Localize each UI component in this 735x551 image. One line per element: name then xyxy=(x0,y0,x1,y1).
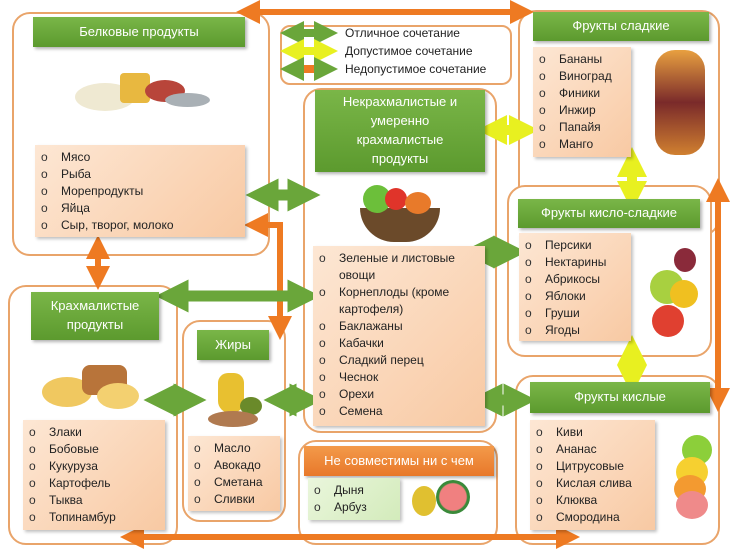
sour-sweet-title: Фрукты кисло-сладкие xyxy=(518,199,700,228)
list-item: Ягоды xyxy=(525,322,625,339)
list-item: Яйца xyxy=(41,200,239,217)
list-item: Кабачки xyxy=(319,335,479,352)
incompatible-list: Дыня Арбуз xyxy=(308,478,400,520)
list-item: Орехи xyxy=(319,386,479,403)
list-item: Персики xyxy=(525,237,625,254)
citrus-image xyxy=(672,435,714,520)
list-item: Бобовые xyxy=(29,441,159,458)
list-item: Зеленые и листовые овощи xyxy=(319,250,479,284)
melon-image xyxy=(412,478,472,518)
center-list: Зеленые и листовые овощи Корнеплоды (кро… xyxy=(313,246,485,426)
list-item: Морепродукты xyxy=(41,183,239,200)
list-item: Тыква xyxy=(29,492,159,509)
list-item: Сыр, творог, молоко xyxy=(41,217,239,234)
list-item: Злаки xyxy=(29,424,159,441)
list-item: Смородина xyxy=(536,509,649,526)
sour-sweet-list: Персики Нектарины Абрикосы Яблоки Груши … xyxy=(519,233,631,341)
sweet-list: Бананы Виноград Финики Инжир Папайя Манг… xyxy=(533,47,631,157)
list-item: Абрикосы xyxy=(525,271,625,288)
fats-list: Масло Авокадо Сметана Сливки xyxy=(188,436,280,511)
list-item: Финики xyxy=(539,85,625,102)
dried-fruits-image xyxy=(655,50,705,155)
list-item: Нектарины xyxy=(525,254,625,271)
list-item: Ананас xyxy=(536,441,649,458)
list-item: Манго xyxy=(539,136,625,153)
list-item: Кукуруза xyxy=(29,458,159,475)
list-item: Авокадо xyxy=(194,457,274,474)
protein-title: Белковые продукты xyxy=(33,17,245,47)
list-item: Груши xyxy=(525,305,625,322)
list-item: Картофель xyxy=(29,475,159,492)
list-item: Арбуз xyxy=(314,499,394,516)
sour-title: Фрукты кислые xyxy=(530,382,710,413)
list-item: Масло xyxy=(194,440,274,457)
list-item: Чеснок xyxy=(319,369,479,386)
list-item: Топинамбур xyxy=(29,509,159,526)
list-item: Бананы xyxy=(539,51,625,68)
center-title: Некрахмалистые и умеренно крахмалистые п… xyxy=(315,90,485,172)
legend-excellent: Отличное сочетание xyxy=(345,26,460,40)
starch-list: Злаки Бобовые Кукуруза Картофель Тыква Т… xyxy=(23,420,165,530)
fats-image xyxy=(200,365,265,430)
list-item: Корнеплоды (кроме картофеля) xyxy=(319,284,479,318)
list-item: Виноград xyxy=(539,68,625,85)
list-item: Сметана xyxy=(194,474,274,491)
incompatible-title: Не совместимы ни с чем xyxy=(304,446,494,476)
list-item: Сливки xyxy=(194,491,274,508)
list-item: Семена xyxy=(319,403,479,420)
sour-list: Киви Ананас Цитрусовые Кислая слива Клюк… xyxy=(530,420,655,530)
legend-unacceptable: Недопустимое сочетание xyxy=(345,62,487,76)
center-image xyxy=(355,180,445,244)
list-item: Рыба xyxy=(41,166,239,183)
sweet-title: Фрукты сладкие xyxy=(533,12,709,41)
list-item: Яблоки xyxy=(525,288,625,305)
list-item: Папайя xyxy=(539,119,625,136)
list-item: Цитрусовые xyxy=(536,458,649,475)
starch-title: Крахмалистые продукты xyxy=(31,292,159,340)
protein-image xyxy=(75,68,215,113)
starch-image xyxy=(42,365,140,410)
list-item: Кислая слива xyxy=(536,475,649,492)
list-item: Мясо xyxy=(41,149,239,166)
list-item: Дыня xyxy=(314,482,394,499)
list-item: Баклажаны xyxy=(319,318,479,335)
list-item: Киви xyxy=(536,424,649,441)
list-item: Сладкий перец xyxy=(319,352,479,369)
fruits-image xyxy=(648,240,700,340)
list-item: Клюква xyxy=(536,492,649,509)
legend-acceptable: Допустимое сочетание xyxy=(345,44,473,58)
fats-title: Жиры xyxy=(197,330,269,360)
protein-list: Мясо Рыба Морепродукты Яйца Сыр, творог,… xyxy=(35,145,245,237)
list-item: Инжир xyxy=(539,102,625,119)
